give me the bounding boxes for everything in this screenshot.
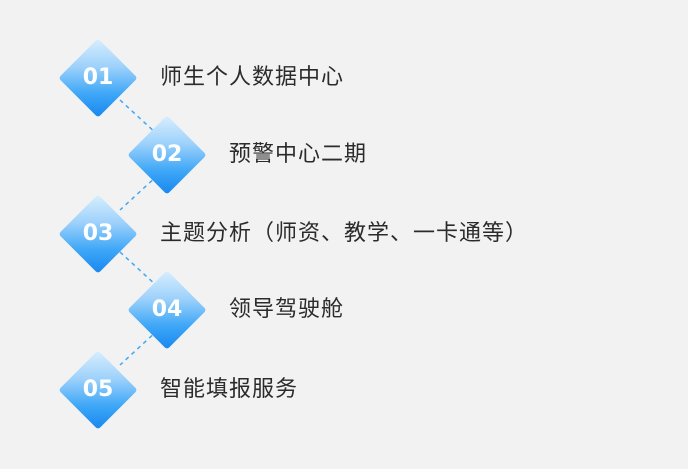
connector-03-04: [119, 251, 159, 288]
diamond-badge: 04: [127, 270, 207, 350]
step-number: 03: [82, 221, 114, 246]
step-label: 领导驾驶舱: [229, 297, 345, 322]
diamond-badge: 02: [127, 115, 207, 195]
step-number: 01: [82, 65, 114, 90]
diamond-badge: 03: [58, 194, 138, 274]
connector-02-03: [119, 174, 159, 211]
step-label: 师生个人数据中心: [160, 65, 345, 90]
diamond-badge: 01: [58, 38, 138, 118]
step-number: 05: [82, 377, 114, 402]
step-label: 预警中心二期: [229, 142, 368, 167]
step-number: 04: [151, 297, 183, 322]
connector-04-05: [119, 329, 159, 366]
step-number: 02: [151, 142, 183, 167]
step-label: 主题分析（师资、教学、一卡通等）: [160, 221, 529, 246]
step-label: 智能填报服务: [160, 377, 299, 402]
diamond-badge: 05: [58, 350, 138, 430]
